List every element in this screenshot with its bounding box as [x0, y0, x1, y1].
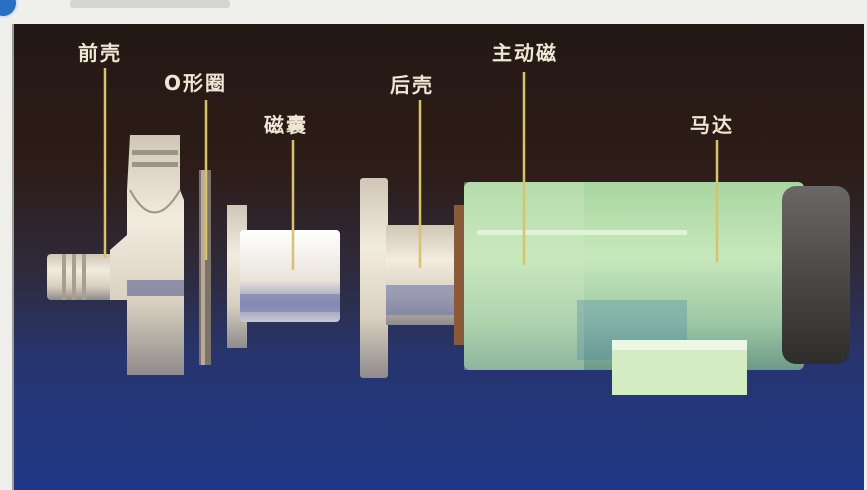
label-motor: 马达 — [690, 113, 734, 137]
front-shell-part — [47, 135, 184, 375]
magnet-cup-part — [227, 205, 340, 348]
exploded-view-panel: 前壳 O形圈 磁囊 后壳 主动磁 马达 — [12, 24, 864, 490]
label-rear-shell: 后壳 — [390, 73, 434, 97]
o-ring-part — [199, 170, 211, 365]
label-o-ring: O形圈 — [164, 71, 227, 95]
exploded-view-diagram: 前壳 O形圈 磁囊 后壳 主动磁 马达 — [47, 41, 850, 395]
section-title-fragment — [70, 0, 230, 8]
label-drive-magnet: 主动磁 — [492, 41, 558, 65]
label-magnet-cup: 磁囊 — [264, 113, 308, 137]
leader-lines — [103, 68, 719, 270]
rear-shell-part — [360, 178, 464, 378]
motor-part — [464, 182, 850, 395]
label-front-shell: 前壳 — [78, 41, 122, 65]
